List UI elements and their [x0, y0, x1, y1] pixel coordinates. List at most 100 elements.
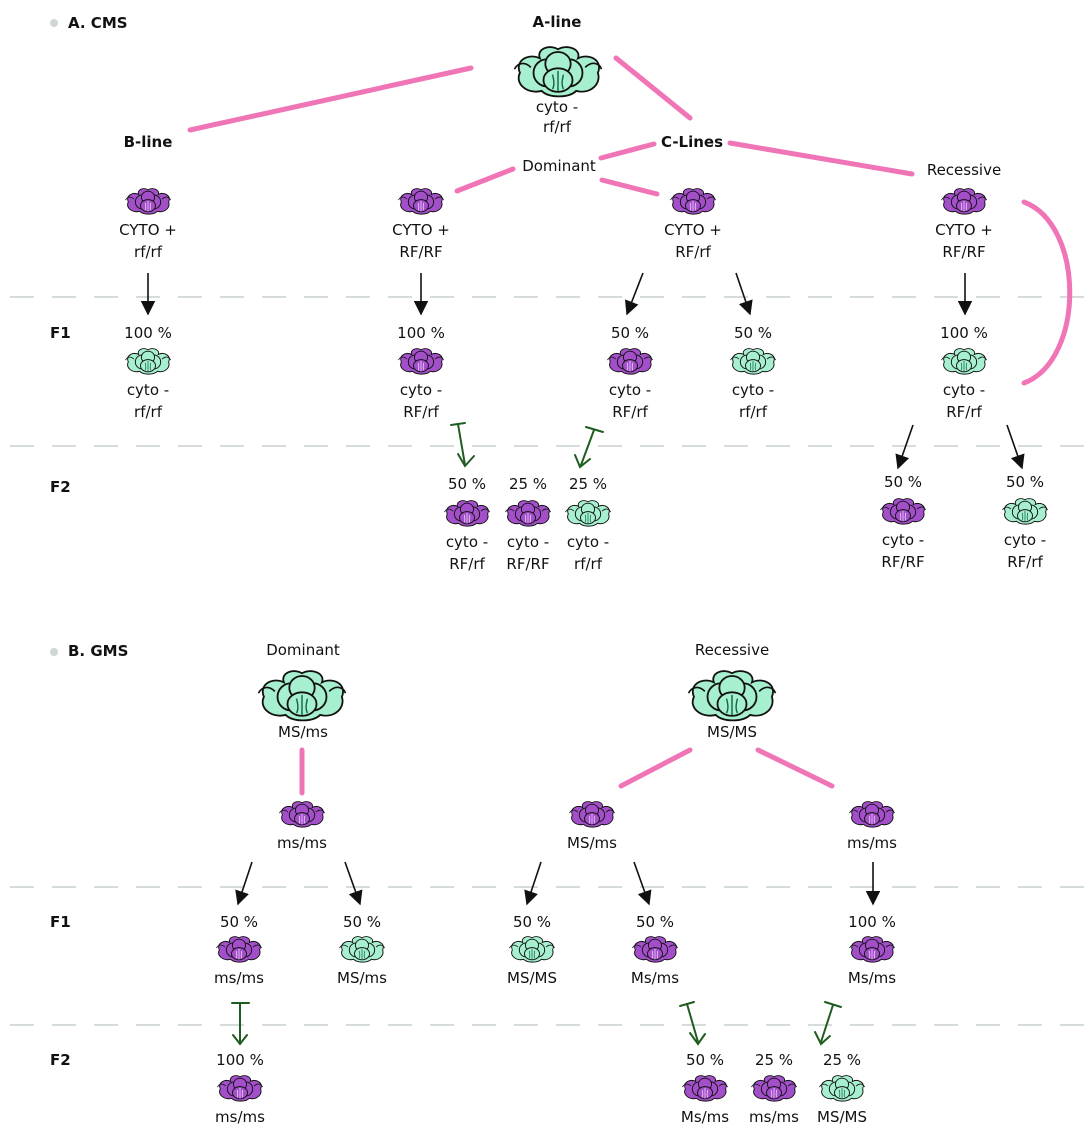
cabbage-purple-icon [846, 799, 898, 829]
section-bullet [50, 648, 58, 656]
dominant-rf-cyto: CYTO + [392, 221, 450, 239]
cabbage-purple-icon [122, 186, 174, 216]
f2-percentage: 25 % [568, 475, 608, 493]
f2-percentage: 50 % [685, 1051, 725, 1069]
section-bullet [50, 19, 58, 27]
f1-cyto: cyto - [126, 381, 170, 399]
c-lines-title: C-Lines [660, 133, 724, 151]
generation-label-f2: F2 [50, 1051, 71, 1069]
f2-genotype: RF/RF [506, 555, 550, 573]
f1-cyto: cyto - [399, 381, 443, 399]
cabbage-green-icon [562, 498, 614, 528]
f2-percentage: 100 % [216, 1051, 264, 1069]
cabbage-purple-icon [667, 186, 719, 216]
f2-genotype: RF/rf [1007, 553, 1043, 571]
dominant-het-cyto: CYTO + [664, 221, 722, 239]
f1-genotype: ms/ms [214, 969, 264, 987]
f1-percentage: 50 % [635, 913, 675, 931]
cross-lines [187, 55, 1073, 796]
c-lines-dominant-label: Dominant [522, 157, 596, 175]
c-lines-recessive-label: Recessive [926, 161, 1002, 179]
a-line-cyto: cyto - [535, 98, 579, 116]
generation-label-f1: F1 [50, 913, 71, 931]
gms-dominant-title: Dominant [266, 641, 340, 659]
generation-label-f2: F2 [50, 478, 71, 496]
cabbage-purple-icon [502, 498, 554, 528]
cabbage-purple-icon [629, 934, 681, 964]
b-line-genotype: rf/rf [134, 243, 162, 261]
a-line-title: A-line [532, 13, 582, 31]
cabbage-purple-icon [938, 186, 990, 216]
f2-percentage: 50 % [1005, 473, 1045, 491]
f1-percentage: 100 % [397, 324, 445, 342]
f2-cyto: cyto - [445, 533, 489, 551]
f2-cyto: cyto - [1003, 531, 1047, 549]
f2-percentage: 50 % [447, 475, 487, 493]
cabbage-green-icon [506, 934, 558, 964]
cabbage-purple-icon [276, 799, 328, 829]
f2-cyto: cyto - [566, 533, 610, 551]
cabbage-green-icon [503, 42, 613, 100]
section-title-cms: A. CMS [68, 14, 128, 32]
cabbage-green-icon [727, 346, 779, 376]
gms-parent-genotype: MS/ms [567, 834, 617, 852]
gms-dominant-genotype: MS/ms [278, 723, 328, 741]
cabbage-green-icon [122, 346, 174, 376]
cabbage-purple-icon [604, 346, 656, 376]
dominant-rf-genotype: RF/RF [399, 243, 443, 261]
cabbage-purple-icon [395, 346, 447, 376]
cabbage-purple-icon [846, 934, 898, 964]
cabbage-green-icon [816, 1073, 868, 1103]
f1-percentage: 50 % [610, 324, 650, 342]
f2-percentage: 25 % [508, 475, 548, 493]
dominant-het-genotype: RF/rf [675, 243, 711, 261]
f1-genotype: RF/rf [946, 403, 982, 421]
f2-genotype: MS/MS [817, 1108, 867, 1126]
f1-percentage: 100 % [940, 324, 988, 342]
b-line-title: B-line [123, 133, 173, 151]
gms-recessive-title: Recessive [694, 641, 770, 659]
self-pollination-arrows [231, 422, 842, 1046]
cabbage-purple-icon [213, 934, 265, 964]
f1-genotype: RF/rf [612, 403, 648, 421]
f2-genotype: ms/ms [215, 1108, 265, 1126]
f2-percentage: 50 % [883, 473, 923, 491]
cabbage-purple-icon [679, 1073, 731, 1103]
f1-genotype: MS/MS [507, 969, 557, 987]
f1-percentage: 100 % [124, 324, 172, 342]
f1-genotype: Ms/ms [847, 969, 897, 987]
cabbage-green-icon [677, 666, 787, 724]
f1-percentage: 50 % [219, 913, 259, 931]
cabbage-purple-icon [214, 1073, 266, 1103]
gms-recessive-genotype: MS/MS [707, 723, 757, 741]
f1-percentage: 50 % [733, 324, 773, 342]
recessive-genotype: RF/RF [942, 243, 986, 261]
f1-cyto: cyto - [731, 381, 775, 399]
cabbage-green-icon [938, 346, 990, 376]
inheritance-arrows [140, 272, 1025, 906]
f2-genotype: Ms/ms [680, 1108, 730, 1126]
f1-percentage: 50 % [342, 913, 382, 931]
f1-percentage: 100 % [848, 913, 896, 931]
cabbage-purple-icon [748, 1073, 800, 1103]
f2-genotype: RF/rf [449, 555, 485, 573]
a-line-genotype: rf/rf [543, 118, 571, 136]
cabbage-green-icon [999, 496, 1051, 526]
f2-genotype: ms/ms [749, 1108, 799, 1126]
b-line-cyto: CYTO + [119, 221, 177, 239]
f2-percentage: 25 % [754, 1051, 794, 1069]
cabbage-green-icon [336, 934, 388, 964]
recessive-cyto: CYTO + [935, 221, 993, 239]
f1-genotype: rf/rf [134, 403, 162, 421]
f1-genotype: RF/rf [403, 403, 439, 421]
generation-dividers [10, 296, 1091, 1026]
f2-cyto: cyto - [506, 533, 550, 551]
cabbage-purple-icon [566, 799, 618, 829]
f2-percentage: 25 % [822, 1051, 862, 1069]
gms-parent-genotype: ms/ms [847, 834, 897, 852]
f1-cyto: cyto - [608, 381, 652, 399]
f2-genotype: RF/RF [881, 553, 925, 571]
gms-parent-genotype: ms/ms [277, 834, 327, 852]
